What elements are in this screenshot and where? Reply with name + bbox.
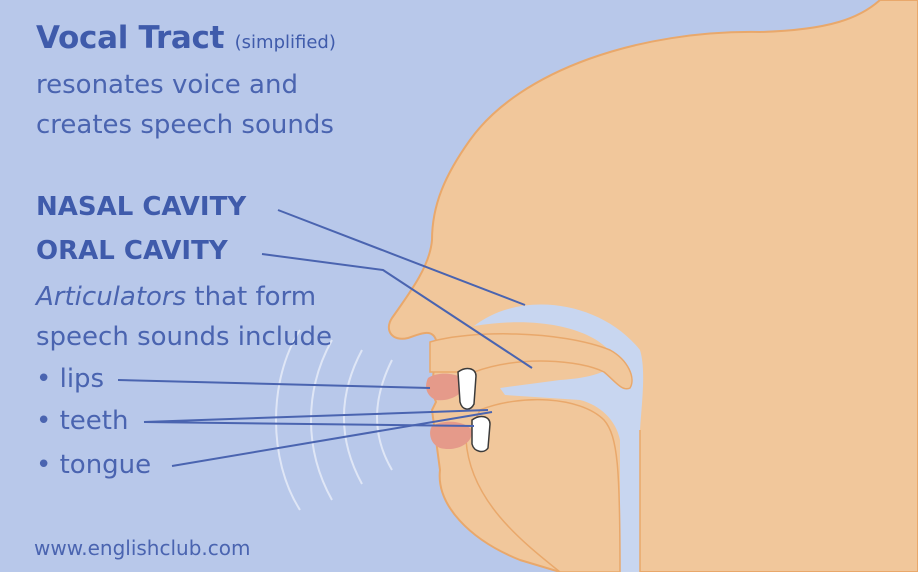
- label-oral-cavity: ORAL CAVITY: [36, 236, 228, 266]
- label-articulators: Articulators that form: [36, 282, 316, 312]
- sound-wave-4: [377, 360, 392, 470]
- title-subtitle: (simplified): [235, 32, 336, 53]
- sound-wave-2: [311, 340, 332, 500]
- label-teeth: • teeth: [36, 406, 128, 436]
- head-shape: [389, 0, 918, 572]
- sound-wave-3: [344, 350, 362, 484]
- diagram-title: Vocal Tract (simplified): [36, 20, 336, 56]
- footer-url: www.englishclub.com: [34, 536, 250, 560]
- label-articulators-line-2: speech sounds include: [36, 322, 332, 352]
- sound-wave-1: [276, 330, 300, 510]
- description-line-1: resonates voice and: [36, 70, 298, 100]
- sound-waves: [276, 330, 392, 510]
- title-main: Vocal Tract: [36, 20, 224, 56]
- articulators-word: Articulators: [36, 282, 186, 312]
- label-tongue: • tongue: [36, 450, 151, 480]
- label-nasal-cavity: NASAL CAVITY: [36, 192, 246, 222]
- label-lips: • lips: [36, 364, 104, 394]
- description-line-2: creates speech sounds: [36, 110, 334, 140]
- upper-tooth: [458, 369, 476, 410]
- lower-tooth: [472, 417, 490, 452]
- articulators-rest: that form: [186, 282, 316, 312]
